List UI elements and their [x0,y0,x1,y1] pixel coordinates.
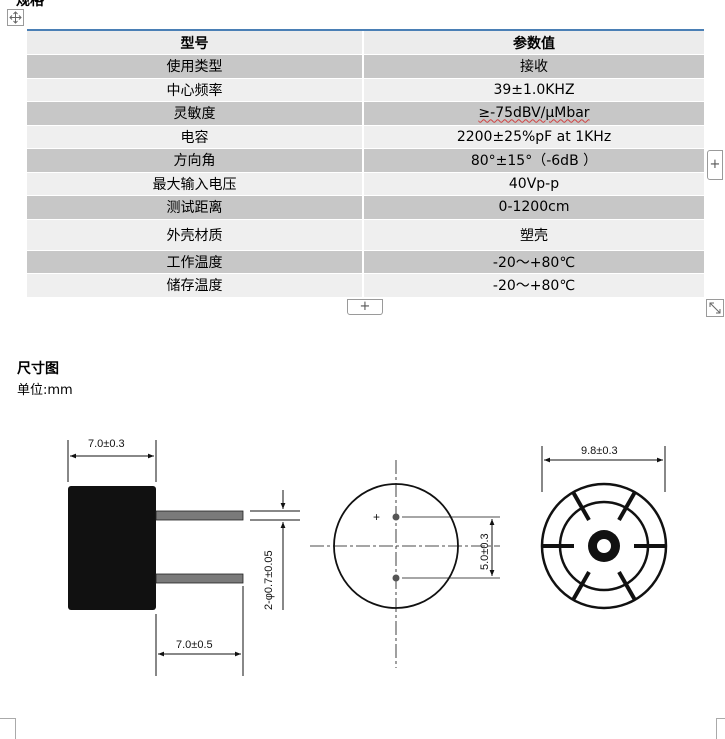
page-corner-mark [0,718,16,739]
table-cell[interactable]: 电容 [27,125,364,148]
table-cell[interactable]: 储存温度 [27,274,364,297]
table-cell[interactable]: 方向角 [27,149,364,172]
unit-label: 单位:mm [17,383,73,398]
table-header-row: 型号 参数值 [27,31,704,55]
table-cell[interactable]: -20～+80℃ [364,250,704,273]
table-cell[interactable]: 接收 [364,55,704,78]
table-cell[interactable]: ≥-75dBV/μMbar [364,102,704,125]
pin-spacing-label: 5.0±0.3 [479,533,491,570]
table-row: 工作温度 -20～+80℃ [27,250,704,274]
resize-diagonal-icon [709,302,721,314]
table-row: 外壳材质 塑壳 [27,219,704,251]
body-width-label: 7.0±0.3 [88,438,125,450]
table-cell[interactable]: 测试距离 [27,196,364,219]
table-cell[interactable]: 39±1.0KHZ [364,78,704,101]
pin-hole-bottom [392,574,400,582]
table-cell[interactable]: 塑壳 [364,219,704,250]
table-row: 使用类型 接收 [27,55,704,79]
table-row: 最大输入电压 40Vp-p [27,172,704,196]
table-header-cell[interactable]: 型号 [27,31,364,54]
pin-hole-top [392,513,400,521]
table-row: 灵敏度 ≥-75dBV/μMbar [27,102,704,126]
table-row: 电容 2200±25%pF at 1KHz [27,125,704,149]
polarity-mark: + [373,510,380,524]
table-cell[interactable]: -20～+80℃ [364,274,704,297]
table-cell[interactable]: 使用类型 [27,55,364,78]
dimension-drawing: 7.0±0.3 7.0±0.5 2-φ0.7±0.05 + 5.0±0.3 9.… [67,438,668,676]
table-cell[interactable]: 工作温度 [27,250,364,273]
table-resize-handle[interactable] [706,299,724,317]
outer-diameter-label: 9.8±0.3 [581,445,618,457]
spec-table: 型号 参数值 使用类型 接收 中心频率 39±1.0KHZ 灵敏度 ≥-75dB… [27,29,704,298]
capsule-body [68,486,156,610]
bottom-view: + 5.0±0.3 [310,460,500,668]
top-view: 9.8±0.3 [540,445,668,610]
table-row: 方向角 80°±15°（-6dB ） [27,149,704,173]
table-cell[interactable]: 0-1200cm [364,196,704,219]
table-cell[interactable]: 80°±15°（-6dB ） [364,149,704,172]
spellcheck-text: ≥-75dBV/μMbar [478,105,590,122]
pin-upper [155,510,244,521]
table-header-cell[interactable]: 参数值 [364,31,704,54]
move-arrows-icon [9,11,22,24]
table-move-handle[interactable] [7,9,24,26]
capsule-outline [333,483,459,609]
table-row: 储存温度 -20～+80℃ [27,274,704,298]
table-cell[interactable]: 2200±25%pF at 1KHz [364,125,704,148]
add-row-button[interactable]: + [347,299,383,315]
pin-lower [155,573,244,584]
top-center-inner [597,539,611,553]
table-cell[interactable]: 最大输入电压 [27,172,364,195]
side-view: 7.0±0.3 7.0±0.5 2-φ0.7±0.05 [67,438,300,676]
pin-length-label: 7.0±0.5 [176,639,213,651]
dimension-title: 尺寸图 [17,361,59,377]
table-cell[interactable]: 外壳材质 [27,219,364,250]
table-cell[interactable]: 灵敏度 [27,102,364,125]
table-row: 测试距离 0-1200cm [27,196,704,220]
table-row: 中心频率 39±1.0KHZ [27,78,704,102]
table-cell[interactable]: 中心频率 [27,78,364,101]
table-cell[interactable]: 40Vp-p [364,172,704,195]
section-title: 规格 [16,0,44,9]
page-corner-mark [716,718,725,739]
add-column-button[interactable]: + [707,150,723,180]
pin-diameter-label: 2-φ0.7±0.05 [263,550,275,610]
